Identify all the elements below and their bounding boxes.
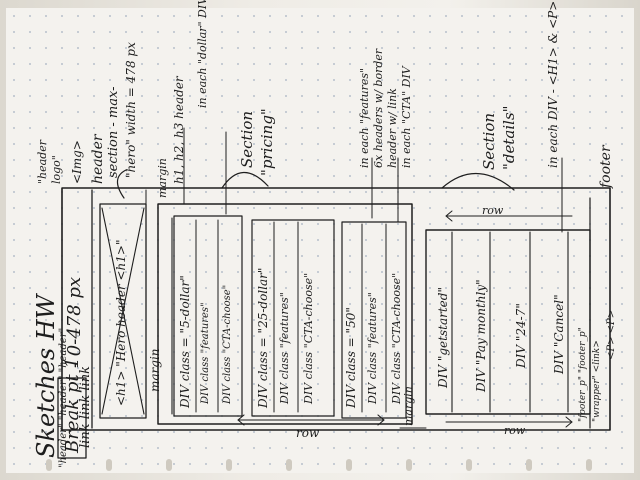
footer-p-classes: "footer_p" "footer_p" <box>578 327 588 422</box>
pricing-col1-cta: DIV class "CTA-choose" <box>222 284 233 404</box>
footer-annotation: footer <box>598 145 614 188</box>
hero-heading: <h1> "Hero header <h1>" <box>114 239 128 406</box>
header-img-tag: <Img> <box>70 140 84 184</box>
details-item-4: DIV "Cancel" <box>552 294 566 374</box>
hero-annotation-1: section - max- <box>106 86 121 178</box>
wireframe-frame <box>61 187 611 431</box>
features-annotation: in each "features" <box>358 67 371 168</box>
pricing-headers-annotation-2: in each "dollar" DIV <box>196 0 209 108</box>
details-row-bottom: row <box>504 424 526 437</box>
header-nav-links: link link link <box>78 366 93 448</box>
pricing-section-annotation: Section <box>238 110 256 168</box>
pricing-margin-annotation: margin <box>156 158 169 198</box>
spiral-holes <box>6 457 634 473</box>
pricing-col1-dollar: DIV class = "5-dollar" <box>178 275 192 408</box>
details-item-3: DIV "24-7" <box>514 303 528 368</box>
pricing-col3-dollar: DIV class = "50" <box>344 307 358 408</box>
footer-link-tags: "wrapper" <link> <box>592 340 602 422</box>
pricing-headers-annotation: h1, h2, h3 header <box>172 76 186 184</box>
details-section-annotation-2: "details" <box>500 105 518 170</box>
features-annotation-2: 6x headers w/ border <box>372 48 385 168</box>
sketch-title: Sketches HW <box>32 294 60 458</box>
pricing-col3-features: DIV class "features" <box>366 292 379 404</box>
cta-annotation-2: in each "CTA" DIV <box>400 66 413 168</box>
cta-annotation: header w/ link <box>386 88 399 168</box>
header-logo-label-2: logo" <box>50 155 63 184</box>
pricing-col2-features: DIV class "features" <box>278 292 291 404</box>
pricing-section-annotation-2: "pricing" <box>258 108 276 176</box>
header-logo-label: "header <box>36 139 49 184</box>
dot-grid-paper: Sketches HW Break pt 1 - 0-478 px "heade… <box>6 0 634 473</box>
pricing-col2-cta: DIV class "CTA-choose" <box>302 272 315 404</box>
hero-box <box>99 203 147 419</box>
pricing-section-box <box>157 203 413 425</box>
details-item-2: DIV "Pay monthly" <box>474 279 488 392</box>
details-row-top: row <box>482 204 504 217</box>
footer-p-tags: <P> <P> <box>606 309 617 360</box>
hero-annotation-2: "hero" width = 478 px <box>124 42 138 178</box>
pricing-col2-dollar: DIV class = "25-dollar" <box>256 267 270 408</box>
sketch-drawing <box>57 127 611 459</box>
details-section-annotation: Section <box>480 112 498 170</box>
details-each-annotation: in each DIV - <H1> & <P> <box>546 0 560 168</box>
pricing-row-label: row <box>296 426 320 440</box>
header-annotation: header <box>90 134 106 184</box>
pricing-margin-right: margin <box>402 386 415 426</box>
pricing-margin-label: margin <box>148 348 162 392</box>
details-item-1: DIV "getstarted" <box>436 287 450 388</box>
pricing-col1-features: DIV class "features" <box>200 302 211 404</box>
header-nav-classes: "header" "header" "header" <box>58 327 69 468</box>
pricing-col3-cta: DIV class "CTA-choose" <box>390 272 403 404</box>
